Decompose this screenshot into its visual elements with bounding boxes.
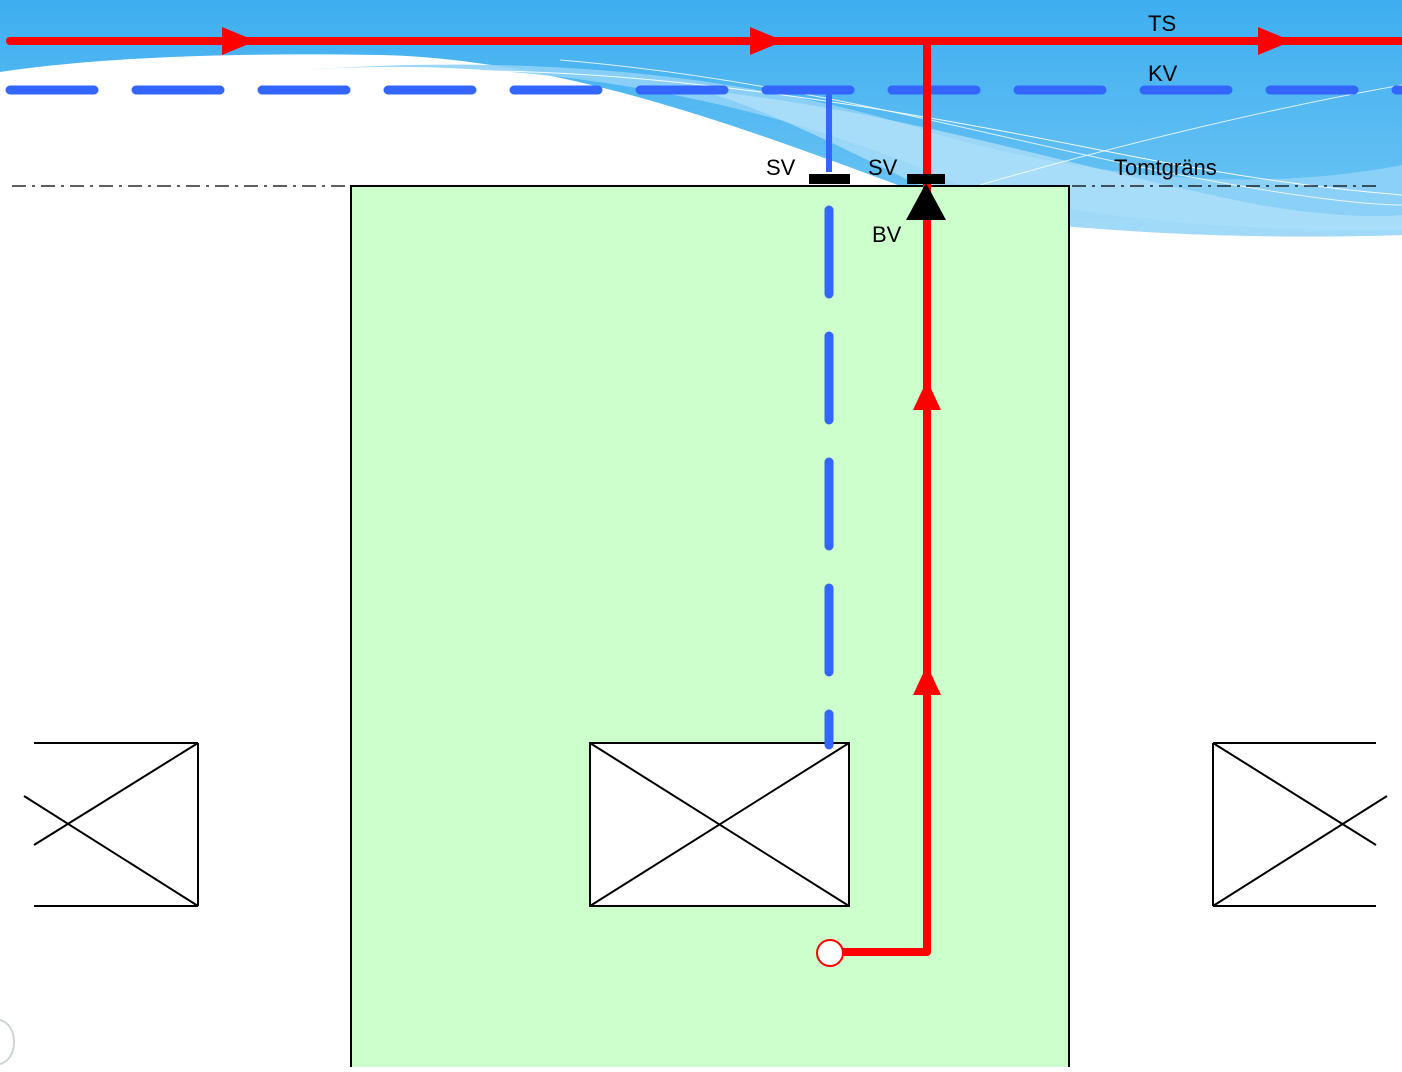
building-center — [589, 742, 850, 907]
ts-service-line — [830, 41, 931, 956]
label-ts: TS — [1148, 11, 1176, 36]
shutoff-valve-kv — [809, 174, 850, 184]
label-sv-right: SV — [868, 155, 898, 180]
connection-point-icon — [816, 939, 844, 967]
flow-arrow-up-icon — [913, 380, 941, 410]
flow-arrow-icon — [1258, 27, 1292, 55]
sky-background — [0, 0, 1402, 237]
shutoff-valve-ts — [907, 174, 945, 184]
flow-arrow-icon — [750, 27, 784, 55]
flow-arrow-up-icon — [913, 665, 941, 695]
logo-fragment — [0, 1019, 16, 1065]
building-right — [1212, 742, 1388, 907]
label-sv-left: SV — [766, 155, 796, 180]
label-kv: KV — [1148, 61, 1178, 86]
building-left — [23, 742, 199, 907]
flow-arrow-icon — [222, 27, 256, 55]
property-plot — [350, 185, 1070, 1072]
label-tomtgrans: Tomtgräns — [1114, 155, 1217, 180]
check-valve-icon — [906, 183, 946, 220]
label-bv: BV — [872, 222, 902, 247]
sky-wave-light-2 — [700, 90, 1402, 237]
